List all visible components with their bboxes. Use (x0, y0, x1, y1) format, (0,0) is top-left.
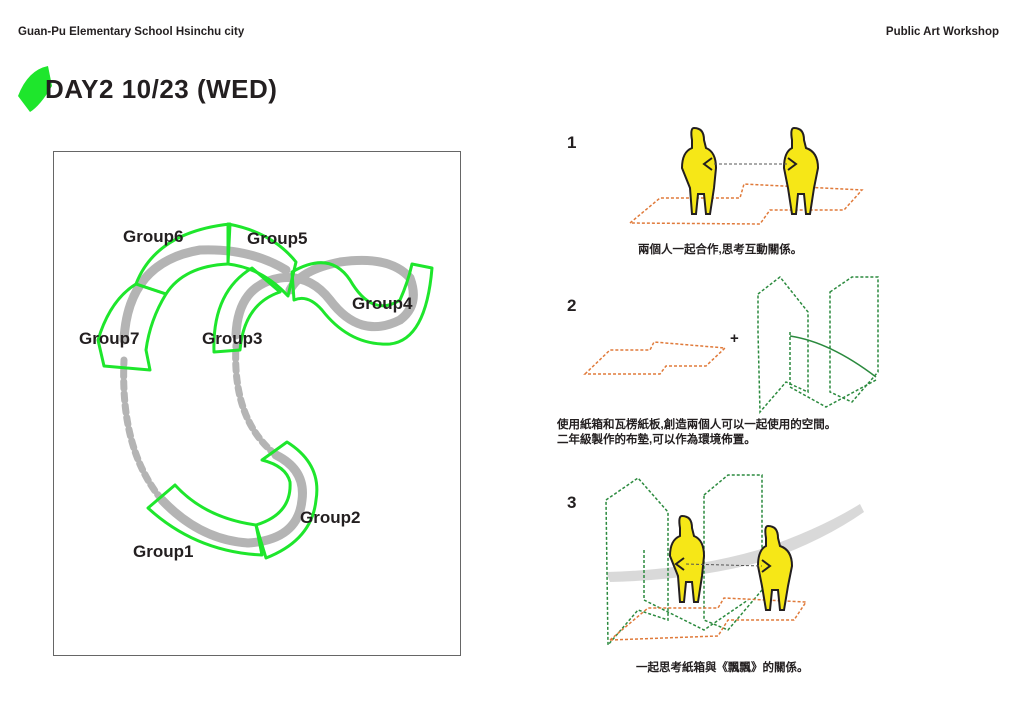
step2-cardboard-boxes (757, 275, 879, 414)
group2-outline (254, 440, 319, 560)
group5-label: Group5 (247, 229, 307, 248)
plus-sign: + (730, 330, 739, 347)
figure-left-3 (668, 514, 706, 603)
group6-label: Group6 (123, 227, 183, 246)
path-arc-top (119, 245, 291, 345)
workshop-name: Public Art Workshop (885, 26, 999, 38)
figure-right-3 (756, 524, 794, 611)
step1-caption: 兩個人一起合作,思考互動關係。 (638, 244, 803, 256)
path-dashed-left (120, 356, 166, 504)
step3-illustration (605, 474, 864, 647)
floor-mat (627, 183, 864, 225)
group7-outline (96, 282, 168, 372)
step2-caption-line1: 使用紙箱和瓦楞紙板,創造兩個人可以一起使用的空間。 (557, 419, 837, 431)
figure-right (782, 126, 820, 215)
group-layout-map (53, 151, 461, 656)
group7-label: Group7 (79, 329, 139, 348)
step2-floor-mat (583, 341, 727, 375)
group1-outline (146, 483, 264, 557)
green-accent-shape (18, 66, 52, 112)
path-s-curve (231, 255, 418, 340)
figure-left (680, 126, 718, 215)
group5-outline (226, 222, 298, 298)
step2-caption-line2: 二年級製作的布墊,可以作為環境佈置。 (557, 434, 756, 446)
fabric-swirl (606, 504, 864, 582)
group3-outline (212, 266, 282, 354)
school-name: Guan-Pu Elementary School Hsinchu city (18, 26, 245, 38)
group1-label: Group1 (133, 542, 193, 561)
path-dashed-right (232, 341, 280, 459)
step1-number: 1 (567, 133, 577, 152)
path-bottom (157, 495, 253, 548)
group6-outline (134, 222, 232, 296)
floor-mat-3 (607, 597, 808, 641)
page-title: DAY2 10/23 (WED) (45, 74, 278, 104)
step3-number: 3 (567, 493, 577, 512)
step3-caption: 一起思考紙箱與《飄飄》的關係。 (636, 662, 809, 674)
group4-label: Group4 (352, 294, 413, 313)
group2-label: Group2 (300, 508, 360, 527)
group4-outline (290, 261, 434, 346)
path-main (243, 450, 307, 548)
step1-illustration (627, 126, 864, 225)
step2-number: 2 (567, 296, 577, 315)
group3-label: Group3 (202, 329, 262, 348)
